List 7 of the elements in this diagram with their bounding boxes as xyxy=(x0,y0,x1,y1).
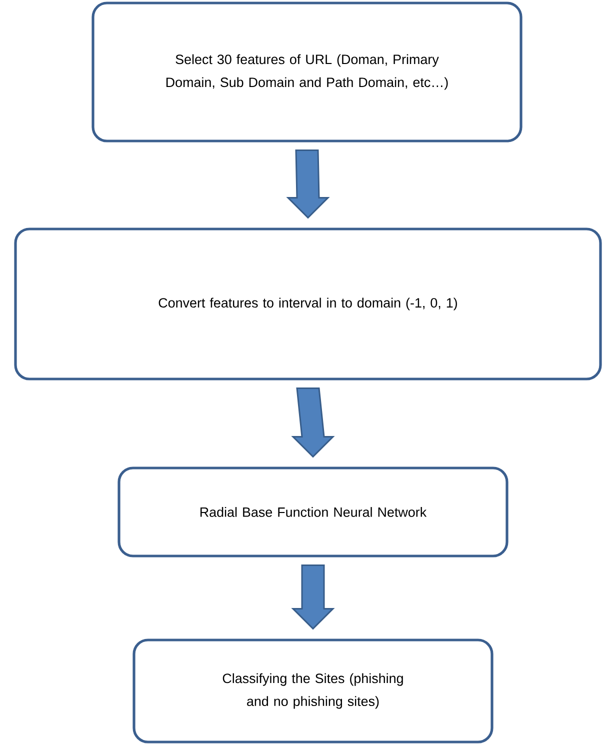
process-box: Select 30 features of URL (Doman, Primary Domain, Sub Domain and Path Domain, etc…) xyxy=(92,2,522,142)
block-arrow xyxy=(291,388,335,458)
block-arrow xyxy=(291,564,335,630)
process-box: Radial Base Function Neural Network xyxy=(118,466,508,558)
process-box: Classifying the Sites (phishing and no phishing sites) xyxy=(132,638,494,744)
block-arrow xyxy=(286,150,330,219)
process-box: Convert features to interval in to domain (-1, 0, 1) xyxy=(14,228,602,380)
